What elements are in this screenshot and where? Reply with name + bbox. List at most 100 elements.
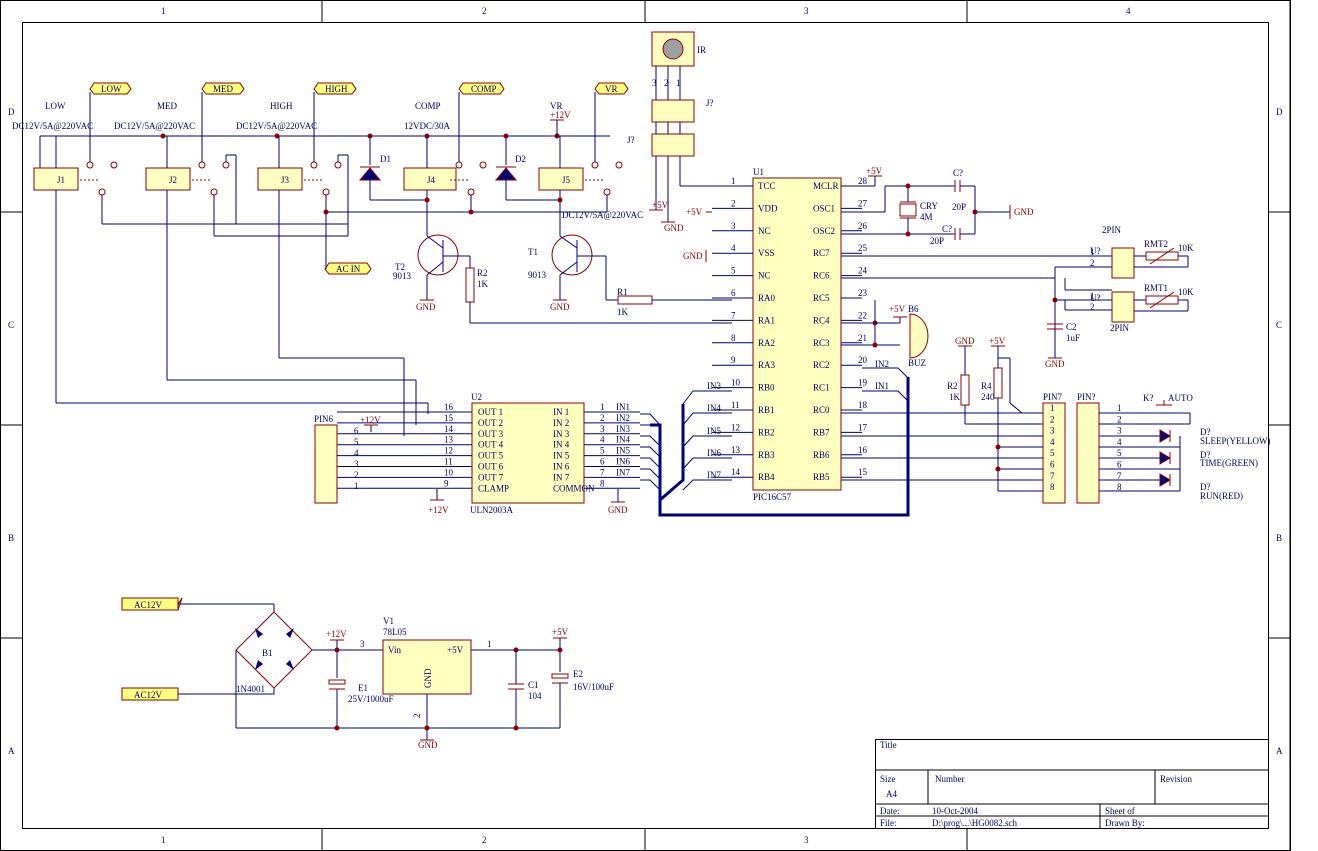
svg-text:J1: J1 xyxy=(57,175,65,185)
svg-text:16V/100uF: 16V/100uF xyxy=(573,682,614,692)
row-label: B xyxy=(8,533,14,543)
tb-file-label: File: xyxy=(880,818,897,828)
rail-5v: +5V xyxy=(652,200,669,210)
tb-drawn-label: Drawn By: xyxy=(1105,818,1145,828)
net-label: IN6 xyxy=(707,448,721,458)
svg-text:HIGH: HIGH xyxy=(325,84,348,94)
remote-sensors: U? 2PIN U? 2PIN 1 2 1 2 RMT2 10K RMT1 10… xyxy=(841,225,1194,369)
uln-pin-name: IN 1 xyxy=(553,407,569,417)
uln-pin-name: OUT 5 xyxy=(478,451,504,461)
mcu-pin-number: 6 xyxy=(731,288,736,298)
mcu-pin-name: NC xyxy=(758,226,771,236)
mcu-pin-name: RA3 xyxy=(758,360,776,370)
svg-text:2: 2 xyxy=(1090,302,1095,312)
rail-12v: +12V xyxy=(550,110,571,120)
svg-text:20P: 20P xyxy=(952,202,966,212)
net-label: IN5 xyxy=(707,426,721,436)
uln-net-label: IN6 xyxy=(616,457,630,467)
svg-text:C?: C? xyxy=(942,224,952,234)
svg-text:B1: B1 xyxy=(262,648,273,658)
net-label: IN2 xyxy=(875,359,889,369)
mcu-pin-name: RC1 xyxy=(813,383,830,393)
uln-net-label: IN4 xyxy=(616,435,630,445)
col-label: 1 xyxy=(161,835,166,845)
col-label: 4 xyxy=(1126,6,1131,16)
svg-text:AC12V: AC12V xyxy=(134,600,163,610)
mcu-pin-number: 10 xyxy=(731,378,741,388)
gnd-label: GND xyxy=(418,740,438,750)
mcu-pin-name: RC7 xyxy=(813,248,830,258)
svg-text:K?: K? xyxy=(1143,393,1154,403)
svg-text:1K: 1K xyxy=(949,392,961,402)
pin7-pin-number: 1 xyxy=(1050,403,1055,413)
pin6-pin-number: 2 xyxy=(354,470,359,480)
row-label: A xyxy=(8,746,15,756)
svg-text:LOW: LOW xyxy=(101,84,122,94)
crystal-circuit: CRY 4M GND C? 20P C? 20P xyxy=(841,168,1034,246)
mcu-pin-name: VSS xyxy=(758,248,775,258)
svg-text:1: 1 xyxy=(676,78,681,88)
svg-text:2PIN: 2PIN xyxy=(1102,225,1122,235)
uln-pin-name: OUT 4 xyxy=(478,440,504,450)
pin-pin-number: 5 xyxy=(1117,448,1122,458)
mcu-pin-number: 15 xyxy=(858,467,868,477)
mcu-pin-name: MCLR xyxy=(813,181,839,191)
mcu-pin-number: 1 xyxy=(731,176,736,186)
mcu-pin-name: RB0 xyxy=(758,383,775,393)
uln-pin-number: 10 xyxy=(444,467,454,477)
rail-5v: +5V xyxy=(889,304,906,314)
mcu-pin-name: RC6 xyxy=(813,271,830,281)
uln-net-label: IN7 xyxy=(616,467,630,477)
row-label: A xyxy=(1276,746,1283,756)
regulator-v1: V1 78L05 Vin +5V GND 3 1 2 xyxy=(360,616,492,718)
port-ac12v-1: AC12V xyxy=(121,597,183,611)
port-ac12v-2: AC12V xyxy=(121,687,179,701)
relay-j4: J4 xyxy=(403,92,487,236)
led-label: RUN(RED) xyxy=(1200,491,1243,501)
pin-pin-number: 3 xyxy=(1117,426,1122,436)
svg-text:1N4001: 1N4001 xyxy=(236,684,265,694)
svg-text:PIN7: PIN7 xyxy=(1043,392,1063,402)
row-label: D xyxy=(1276,107,1283,117)
svg-text:2PIN: 2PIN xyxy=(1110,323,1130,333)
uln-pin-name: CLAMP xyxy=(478,483,509,493)
net-label: IN3 xyxy=(707,381,721,391)
svg-text:R4: R4 xyxy=(981,381,992,391)
svg-text:D1: D1 xyxy=(380,154,391,164)
svg-text:D2: D2 xyxy=(515,154,526,164)
uln-pin-name: IN 2 xyxy=(553,418,569,428)
rail-5v: +5V xyxy=(686,207,703,217)
row-label: D xyxy=(8,107,15,117)
mcu-pin-number: 22 xyxy=(858,310,867,320)
svg-text:ULN2003A: ULN2003A xyxy=(470,505,513,515)
mcu-pin-number: 20 xyxy=(858,355,868,365)
gnd-label: GND xyxy=(683,251,703,261)
uln-pin-name: OUT 2 xyxy=(478,418,503,428)
uln-pin-name: IN 5 xyxy=(553,451,570,461)
pin-pin-number: 8 xyxy=(1117,482,1122,492)
svg-text:U2: U2 xyxy=(471,392,482,402)
mcu-pin-name: OSC2 xyxy=(813,226,835,236)
uln-net-label: IN5 xyxy=(616,446,630,456)
mcu-pin-name: RC0 xyxy=(813,405,830,415)
svg-text:E2: E2 xyxy=(573,669,583,679)
mcu-pin-name: RB1 xyxy=(758,405,775,415)
gnd-label: GND xyxy=(664,223,684,233)
svg-text:J2: J2 xyxy=(169,175,177,185)
net-label: IN4 xyxy=(707,403,721,413)
col-label: 3 xyxy=(804,835,809,845)
mcu-pin-number: 8 xyxy=(731,333,736,343)
col-label: 2 xyxy=(482,835,487,845)
svg-text:C?: C? xyxy=(953,168,963,178)
net-label: IN1 xyxy=(875,381,889,391)
mcu-pin-name: OSC1 xyxy=(813,203,835,213)
led-ref: D? xyxy=(1200,450,1211,460)
pin7-pin-number: 3 xyxy=(1050,426,1055,436)
mcu-pin-name: TCC xyxy=(758,181,776,191)
resistor-r1: R1 1K xyxy=(605,256,732,317)
row-label: B xyxy=(1276,533,1282,543)
relay-func-label: HIGH xyxy=(270,101,293,111)
svg-text:J5: J5 xyxy=(562,175,571,185)
relay-j3: J3 xyxy=(257,92,349,358)
